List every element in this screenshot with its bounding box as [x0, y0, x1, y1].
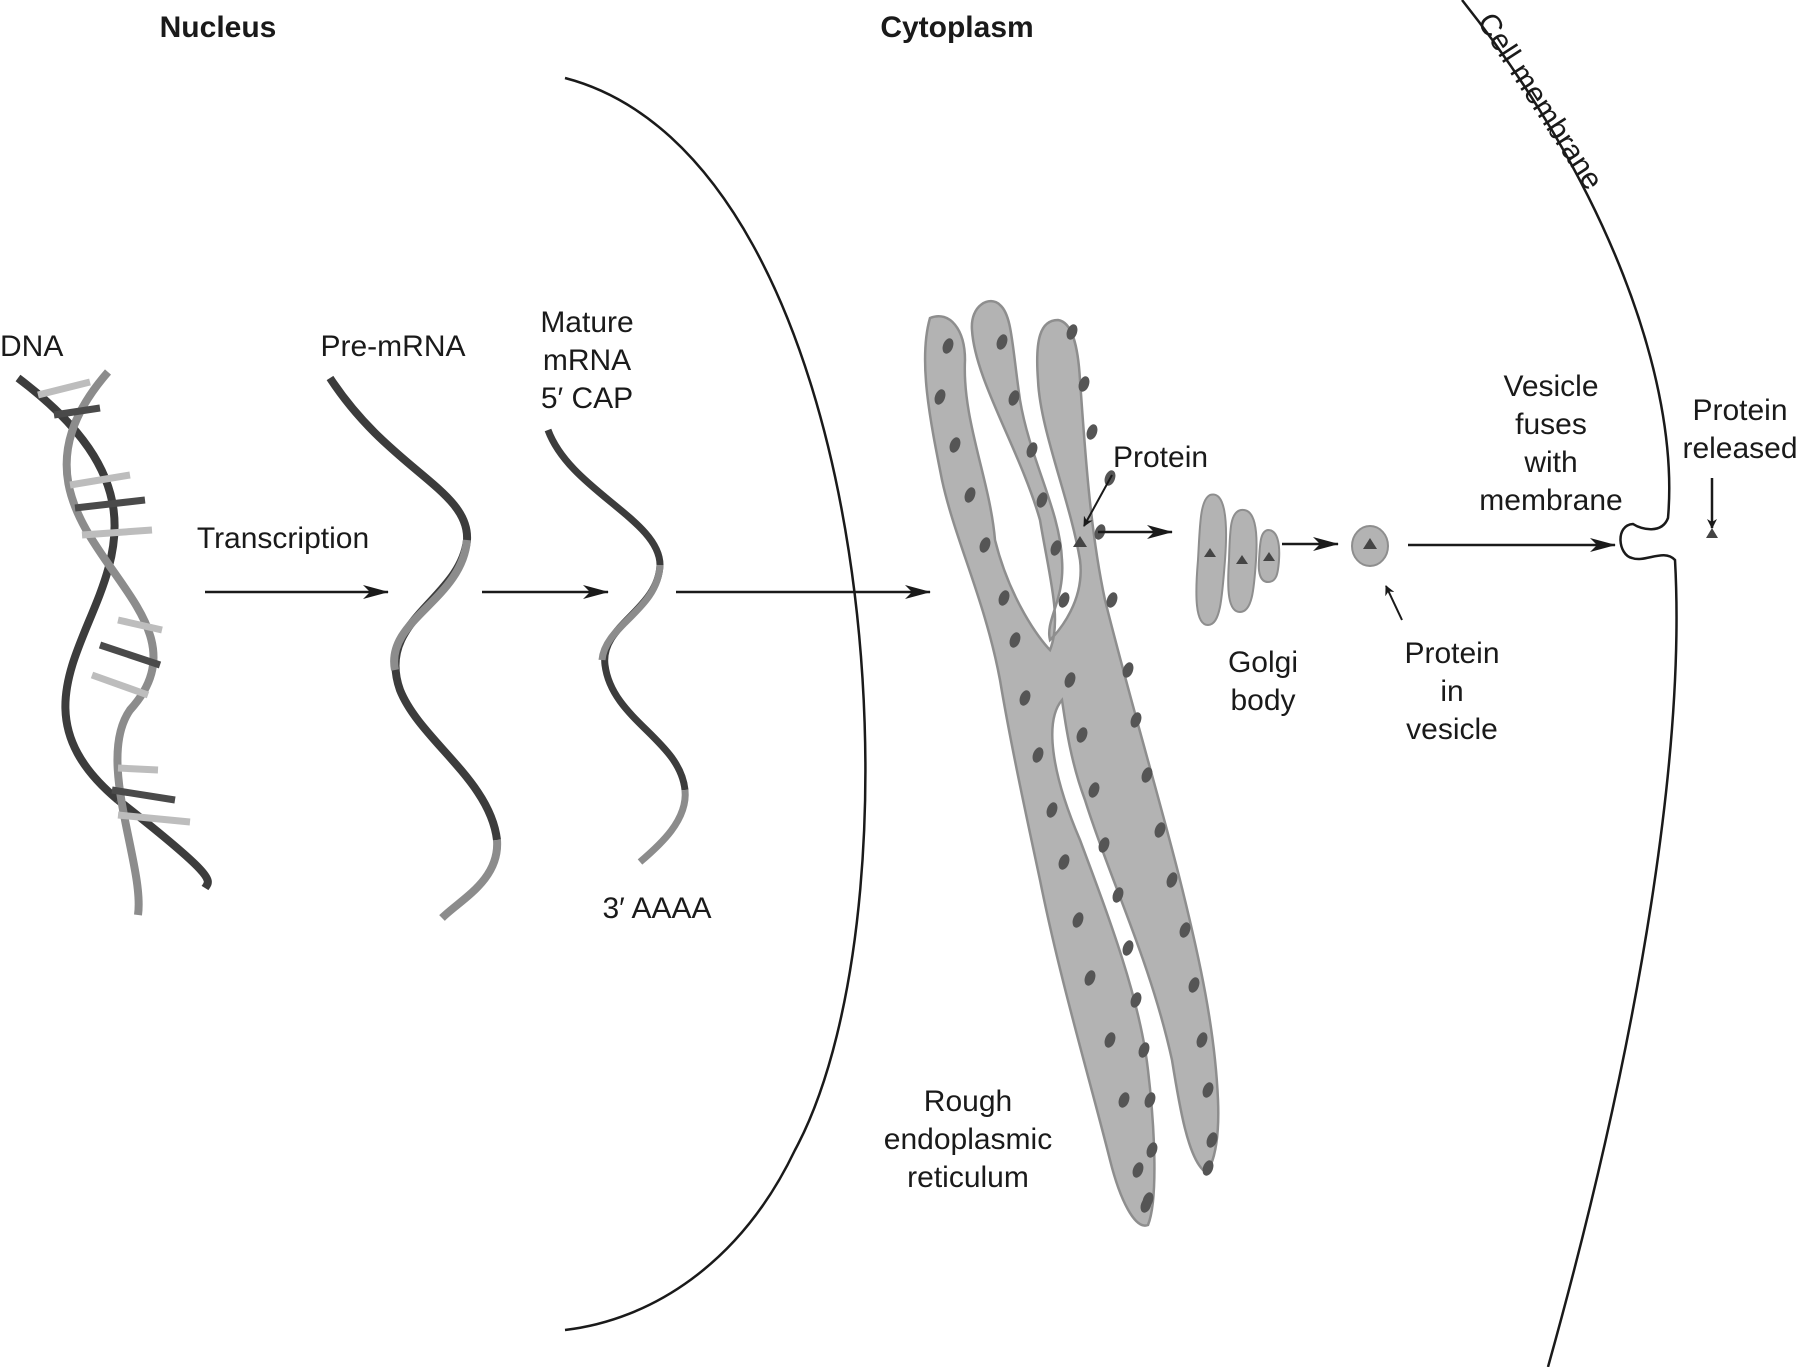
- rough-er-icon: [923, 299, 1220, 1227]
- vesicle-fuses-label: Vesicle fuses with membrane: [1479, 370, 1622, 517]
- ribosome-dot: [1019, 690, 1031, 706]
- mature-mrna-label: Mature mRNA 5′ CAP: [540, 306, 633, 415]
- ribosome-dot: [1104, 1032, 1116, 1048]
- ribosome-dot: [1058, 592, 1070, 608]
- ribosome-dot: [1118, 1092, 1130, 1108]
- ribosomes: [934, 324, 1218, 1213]
- ribosome-dot: [1196, 1032, 1208, 1048]
- protein-in-vesicle-label: Protein in vesicle: [1404, 637, 1499, 746]
- svg-text:endoplasmic: endoplasmic: [884, 1123, 1052, 1156]
- poly-a-tail-label: 3′ AAAA: [602, 892, 711, 925]
- ribosome-dot: [996, 334, 1008, 350]
- ribosome-dot: [1050, 540, 1062, 556]
- svg-text:Protein: Protein: [1692, 394, 1787, 427]
- ribosome-dot: [1106, 592, 1118, 608]
- ribosome-dot: [1064, 672, 1076, 688]
- ribosome-dot: [1066, 324, 1078, 340]
- ribosome-dot: [1072, 912, 1084, 928]
- ribosome-dot: [1008, 390, 1020, 406]
- protein-pointer-arrow: [1083, 474, 1113, 527]
- pre-mrna-label: Pre-mRNA: [320, 330, 465, 363]
- ribosome-dot: [1166, 872, 1178, 888]
- ribosome-dot: [1146, 1142, 1158, 1158]
- golgi-body-label: Golgi body: [1228, 646, 1298, 717]
- ribosome-dot: [1009, 632, 1021, 648]
- nuclear-envelope: [564, 76, 867, 1332]
- svg-text:Golgi: Golgi: [1228, 646, 1298, 679]
- svg-text:vesicle: vesicle: [1406, 713, 1498, 746]
- ribosome-dot: [1086, 424, 1098, 440]
- ribosome-dot: [1140, 1197, 1152, 1213]
- svg-text:mRNA: mRNA: [543, 344, 631, 377]
- ribosome-dot: [1058, 854, 1070, 870]
- ribosome-dot: [1078, 376, 1090, 392]
- ribosome-dot: [1076, 727, 1088, 743]
- ribosome-dot: [1202, 1160, 1214, 1176]
- ribosome-dot: [1130, 992, 1142, 1008]
- dna-helix-icon: [15, 369, 212, 916]
- ribosome-dot: [1206, 1132, 1218, 1148]
- svg-text:membrane: membrane: [1479, 484, 1622, 517]
- ribosome-dot: [1202, 1082, 1214, 1098]
- svg-text:reticulum: reticulum: [907, 1161, 1029, 1194]
- cell-membrane-label: Cell membrane: [1471, 7, 1609, 196]
- ribosome-dot: [942, 338, 954, 354]
- ribosome-dot: [1188, 977, 1200, 993]
- protein-in-er-icon: [1073, 536, 1087, 547]
- ribosome-dot: [1179, 922, 1191, 938]
- ribosome-dot: [1130, 712, 1142, 728]
- svg-text:Protein: Protein: [1404, 637, 1499, 670]
- ribosome-dot: [1141, 767, 1153, 783]
- dna-label: DNA: [0, 330, 63, 363]
- ribosome-dot: [1132, 1162, 1144, 1178]
- ribosome-dot: [1088, 782, 1100, 798]
- vesicle-pointer-arrow: [1385, 585, 1403, 621]
- pre-mrna-strand-icon: [326, 375, 502, 921]
- ribosome-dot: [964, 487, 976, 503]
- ribosome-dot: [1036, 492, 1048, 508]
- ribosome-dot: [1084, 970, 1096, 986]
- svg-text:released: released: [1682, 432, 1797, 465]
- svg-text:in: in: [1440, 675, 1463, 708]
- svg-text:5′ CAP: 5′ CAP: [541, 382, 633, 415]
- cell-membrane: [1461, 0, 1678, 1367]
- ribosome-dot: [949, 437, 961, 453]
- svg-text:body: body: [1230, 684, 1295, 717]
- ribosome-dot: [979, 537, 991, 553]
- ribosome-dot: [1032, 747, 1044, 763]
- ribosome-dot: [1154, 822, 1166, 838]
- ribosome-dot: [998, 590, 1010, 606]
- ribosome-dot: [1122, 940, 1134, 956]
- ribosome-dot: [1144, 1092, 1156, 1108]
- protein-label: Protein: [1113, 441, 1208, 474]
- ribosome-dot: [1046, 802, 1058, 818]
- transcription-label: Transcription: [197, 522, 369, 555]
- golgi-body-icon: [1195, 493, 1281, 627]
- mature-mrna-strand-icon: [544, 428, 689, 865]
- svg-text:Vesicle: Vesicle: [1503, 370, 1598, 403]
- svg-text:Mature: Mature: [540, 306, 633, 339]
- released-protein-icon: [1706, 528, 1718, 538]
- rough-er-label: Rough endoplasmic reticulum: [884, 1085, 1052, 1194]
- svg-text:with: with: [1523, 446, 1577, 479]
- cytoplasm-heading: Cytoplasm: [880, 11, 1033, 44]
- vesicle-icon: [1351, 525, 1389, 567]
- ribosome-dot: [934, 389, 946, 405]
- ribosome-dot: [1138, 1042, 1150, 1058]
- protein-released-label: Protein released: [1682, 394, 1797, 465]
- ribosome-dot: [1026, 442, 1038, 458]
- svg-text:Rough: Rough: [924, 1085, 1012, 1118]
- ribosome-dot: [1098, 837, 1110, 853]
- ribosome-dot: [1112, 887, 1124, 903]
- ribosome-dot: [1122, 662, 1134, 678]
- svg-text:fuses: fuses: [1515, 408, 1587, 441]
- nucleus-heading: Nucleus: [160, 11, 277, 44]
